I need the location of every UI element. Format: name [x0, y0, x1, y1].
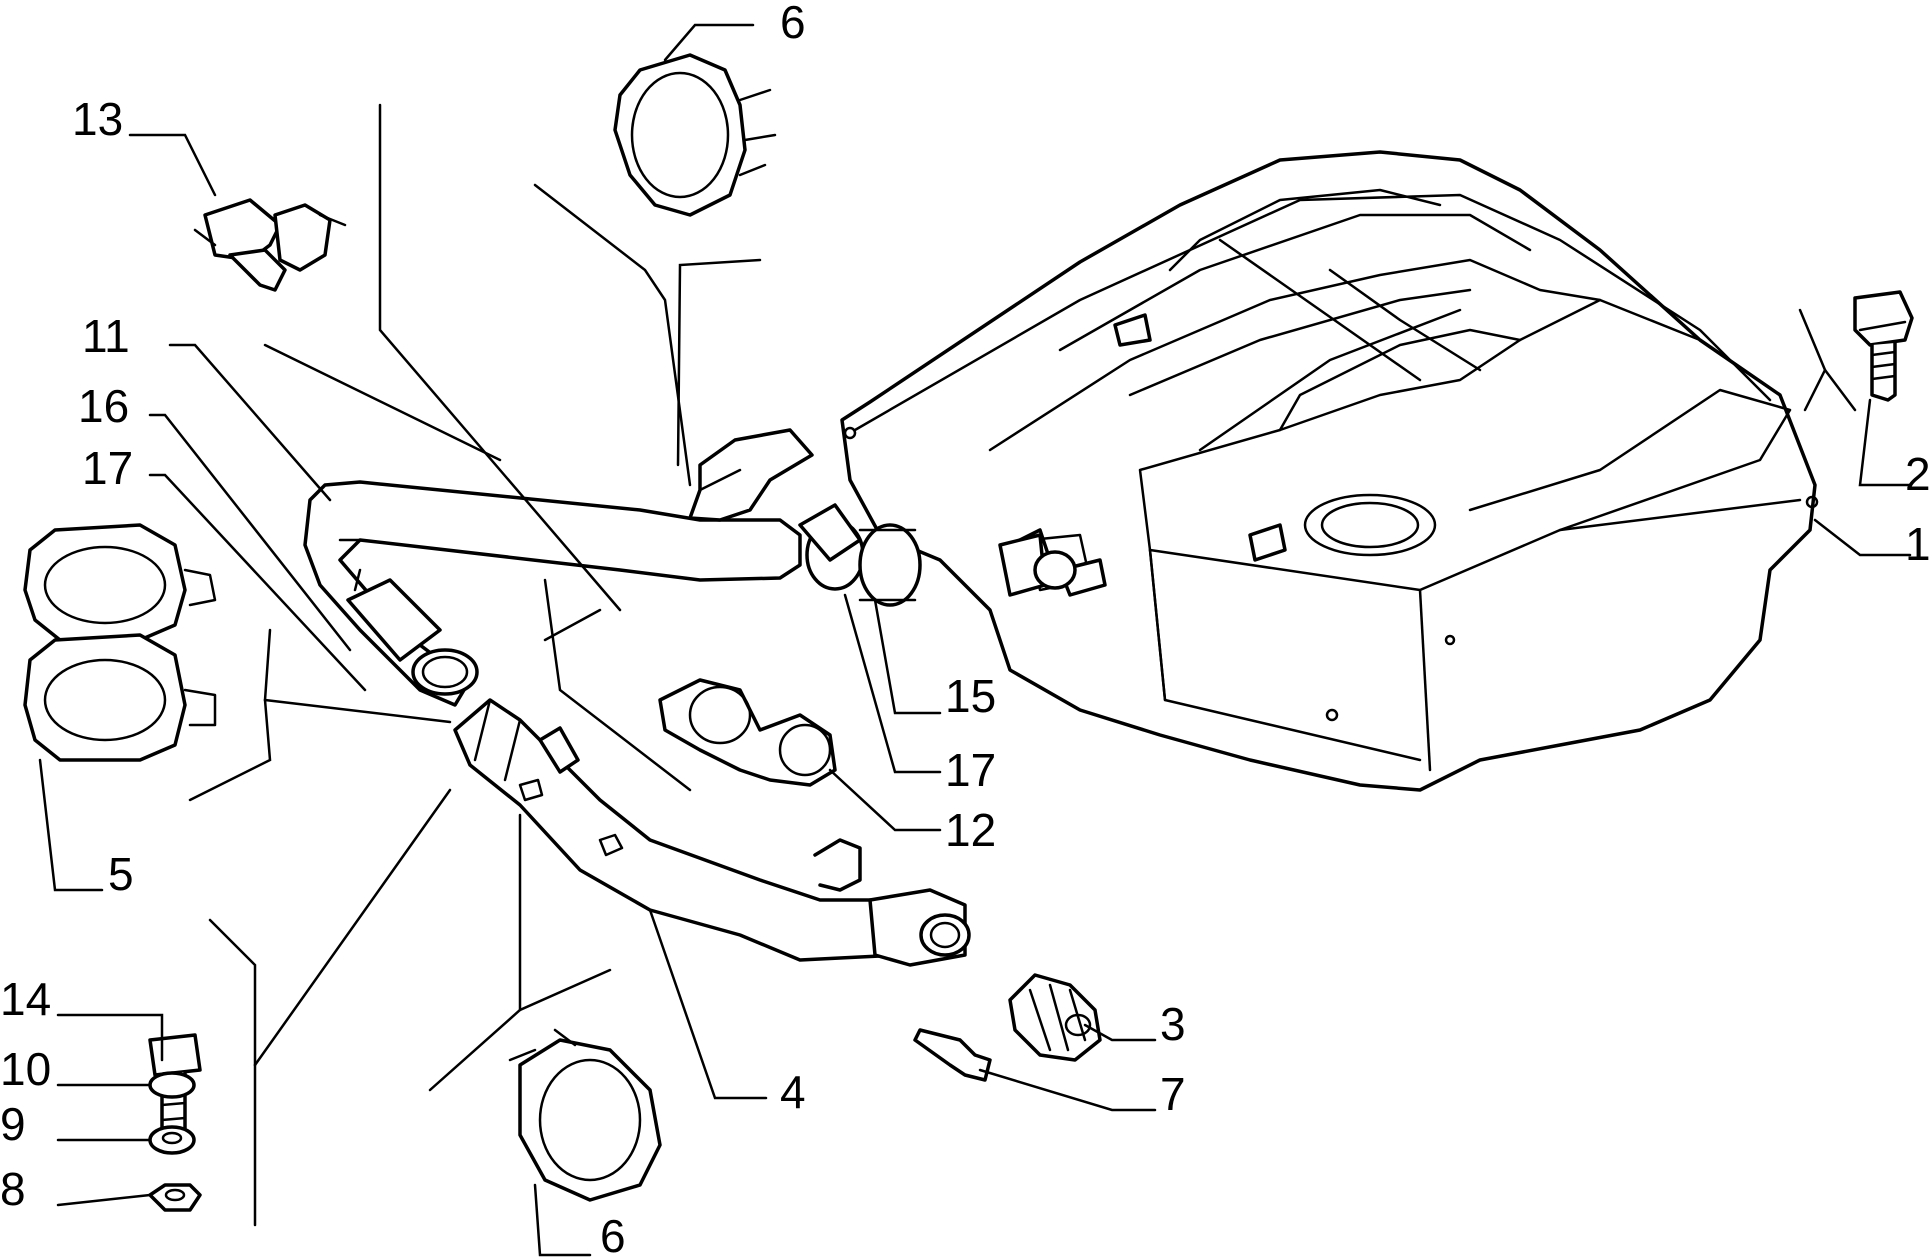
callout-11: 11: [82, 310, 130, 362]
clamp-part-6-top: [613, 53, 777, 217]
callout-17-left: 17: [82, 442, 133, 494]
screw-part-7: [913, 1028, 992, 1082]
double-clamp-part-12: [658, 678, 837, 787]
callout-1: 1: [1905, 518, 1931, 570]
callout-6-top: 6: [780, 0, 806, 48]
callout-9: 9: [0, 1098, 26, 1150]
twin-clamp-part-5: [23, 523, 217, 762]
nut-part-8: [148, 1183, 202, 1212]
callout-leaders: [38, 23, 1912, 1257]
washer-part-9: [148, 1125, 196, 1155]
callout-5: 5: [108, 848, 134, 900]
callout-7: 7: [1160, 1068, 1186, 1120]
callout-15: 15: [945, 670, 996, 722]
callout-4: 4: [780, 1066, 806, 1118]
callout-10: 10: [0, 1043, 51, 1095]
tank-fitting: [998, 533, 1077, 597]
hose-clamp: [798, 503, 922, 607]
spring-washer-part-10: [148, 1071, 196, 1099]
callout-6-bottom: 6: [600, 1210, 626, 1260]
callout-16: 16: [78, 380, 129, 432]
callout-2: 2: [1905, 448, 1931, 500]
clamp-part-6-bottom: [508, 1028, 662, 1202]
vent-hose: [303, 480, 802, 707]
sender-unit-part-3: [1008, 973, 1102, 1062]
callout-17-right: 17: [945, 744, 996, 796]
hose-bracket: [688, 428, 814, 522]
callout-12: 12: [945, 804, 996, 856]
filler-neck-pipe: [453, 698, 971, 967]
assembly-guide-lines: [188, 103, 1857, 1227]
callout-8: 8: [0, 1163, 26, 1215]
callout-13: 13: [72, 93, 123, 145]
clip-part-13: [193, 198, 347, 292]
callout-14: 14: [0, 973, 51, 1025]
callout-3: 3: [1160, 998, 1186, 1050]
screw-part-2: [1853, 290, 1914, 402]
